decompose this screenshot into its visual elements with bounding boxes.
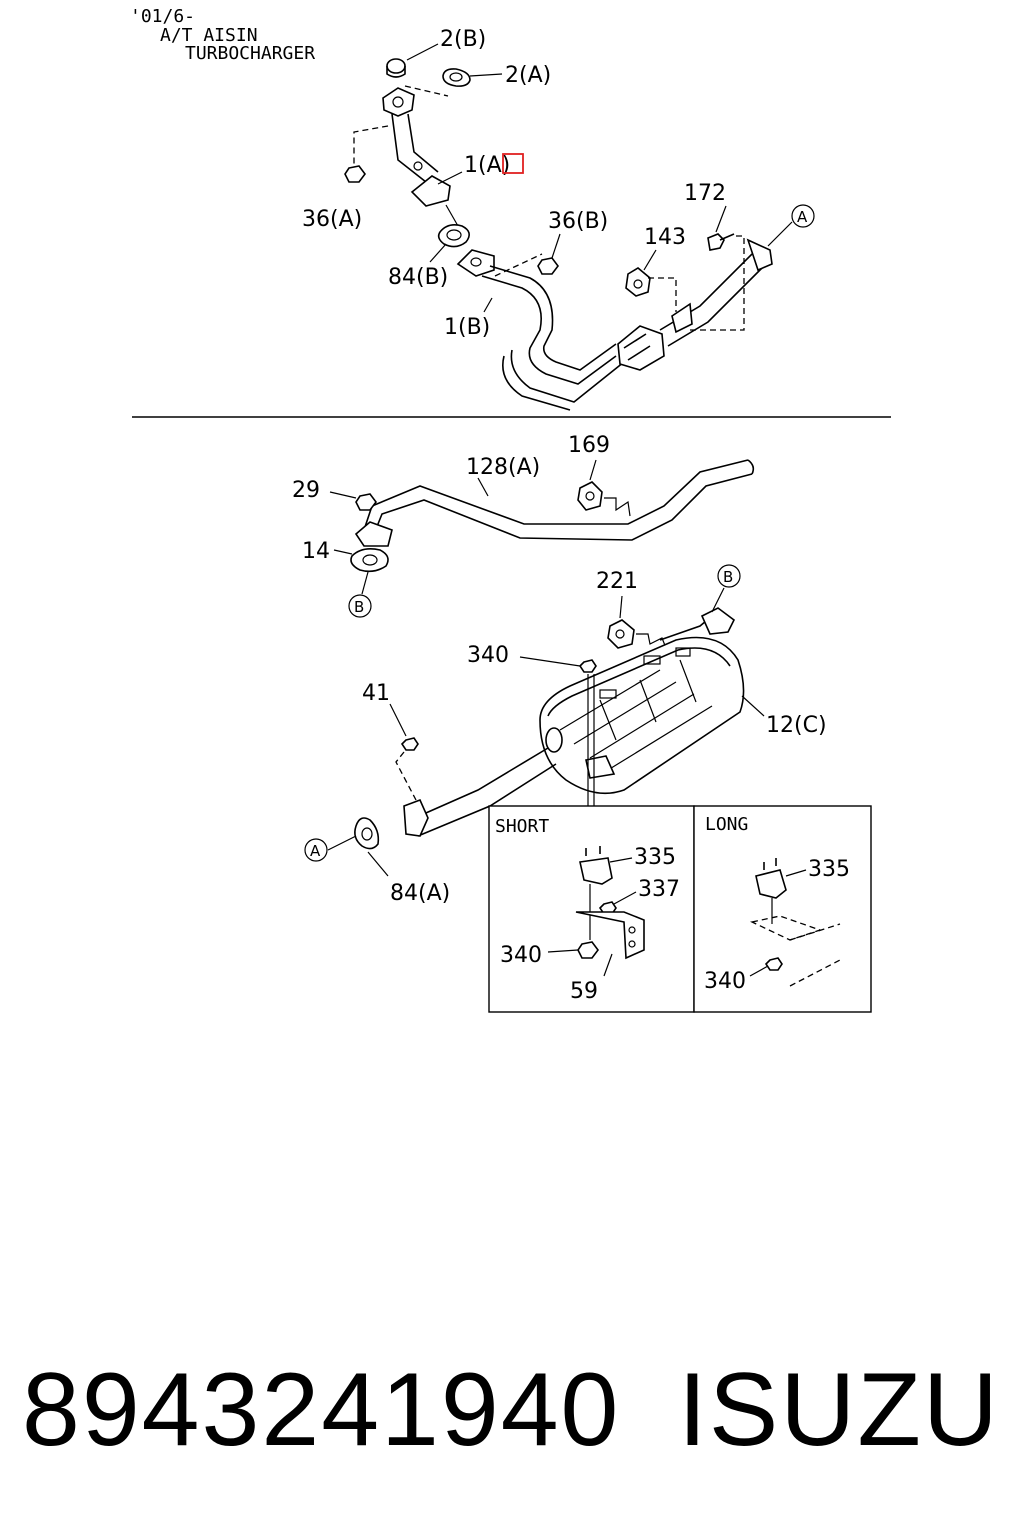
muffler-assembly: 221 B 12(C) 340: [304, 564, 827, 906]
part-340-nut-long: [764, 957, 783, 971]
tail-pipe-assembly: 29 128(A) 169 14 B: [292, 433, 755, 618]
part-169-hanger: [577, 481, 603, 511]
callout-169: 169: [568, 433, 610, 458]
part-340-nut-top: [578, 659, 597, 673]
exhaust-system-diagram: '01/6- A/T AISIN TURBOCHARGER 2(B) 2(A): [130, 6, 891, 1013]
part-caption: 8943241940 ISUZU: [0, 1345, 1024, 1475]
callout-221: 221: [596, 569, 638, 594]
front-pipe-assembly: 2(B) 2(A) 1(A) 36(A): [302, 27, 815, 411]
connector-a-bottom-label: A: [310, 842, 321, 860]
highlight-marker: [502, 153, 524, 174]
callout-1b: 1(B): [444, 315, 490, 340]
inset-short-callout-337: 337: [638, 877, 680, 902]
inset-short-title: SHORT: [495, 816, 549, 837]
inset-long-callout-335: 335: [808, 857, 850, 882]
callout-14: 14: [302, 539, 330, 564]
callout-84b: 84(B): [388, 265, 448, 290]
connector-a-top: [791, 204, 815, 228]
callout-143: 143: [644, 225, 686, 250]
inset-long-callout-340: 340: [704, 969, 746, 994]
inset-long-title: LONG: [705, 814, 748, 835]
part-14-gasket: [350, 548, 389, 573]
inset-short-callout-59: 59: [570, 979, 598, 1004]
part-335-mount-long: [755, 858, 787, 899]
callout-36a: 36(A): [302, 207, 362, 232]
brand-name: ISUZU: [678, 1352, 1000, 1468]
part-335-mount-short: [579, 846, 613, 885]
part-221-hanger: [607, 619, 635, 649]
model-note-engine: TURBOCHARGER: [185, 43, 315, 64]
connector-a-top-label: A: [797, 208, 808, 226]
callout-172: 172: [684, 181, 726, 206]
part-143-hanger: [625, 267, 651, 297]
part-84b-gasket: [437, 224, 470, 248]
connector-b-left-label: B: [354, 598, 364, 616]
connector-b-left: [348, 594, 372, 618]
callout-36b: 36(B): [548, 209, 608, 234]
part-1a-pipe: [382, 87, 451, 207]
callout-41: 41: [362, 681, 390, 706]
inset-long: LONG 335 340: [693, 805, 872, 1013]
callout-340-top: 340: [467, 643, 509, 668]
inset-short-callout-340: 340: [500, 943, 542, 968]
part-29-nut: [355, 493, 377, 511]
part-2b-cap: [386, 58, 406, 78]
part-number: 8943241940: [22, 1352, 621, 1468]
part-172-bolt: [707, 233, 735, 251]
part-12c-muffler: [539, 607, 745, 795]
callout-2a: 2(A): [505, 63, 551, 88]
inset-short: SHORT 335 337 340 59: [488, 805, 695, 1013]
callout-29: 29: [292, 478, 320, 503]
part-84a-gasket: [354, 817, 380, 850]
callout-128a: 128(A): [466, 455, 540, 480]
part-1b-pipe: [456, 238, 773, 411]
inset-short-callout-335: 335: [634, 845, 676, 870]
connector-b-right-label: B: [723, 568, 733, 586]
model-note-transmission: A/T AISIN: [160, 25, 258, 46]
part-36a-nut: [344, 165, 366, 183]
part-59-bracket: [575, 911, 645, 960]
model-note: '01/6- A/T AISIN TURBOCHARGER: [130, 6, 315, 64]
model-note-date: '01/6-: [130, 6, 195, 27]
part-41-nut: [400, 737, 419, 751]
connector-b-right: [717, 564, 741, 588]
callout-12c: 12(C): [766, 713, 827, 738]
callout-2b: 2(B): [440, 27, 486, 52]
connector-a-bottom: [304, 838, 328, 862]
part-128a-pipe: [354, 459, 755, 547]
part-36b-nut: [537, 257, 559, 275]
callout-84a: 84(A): [390, 881, 450, 906]
part-2a-gasket: [442, 68, 471, 87]
